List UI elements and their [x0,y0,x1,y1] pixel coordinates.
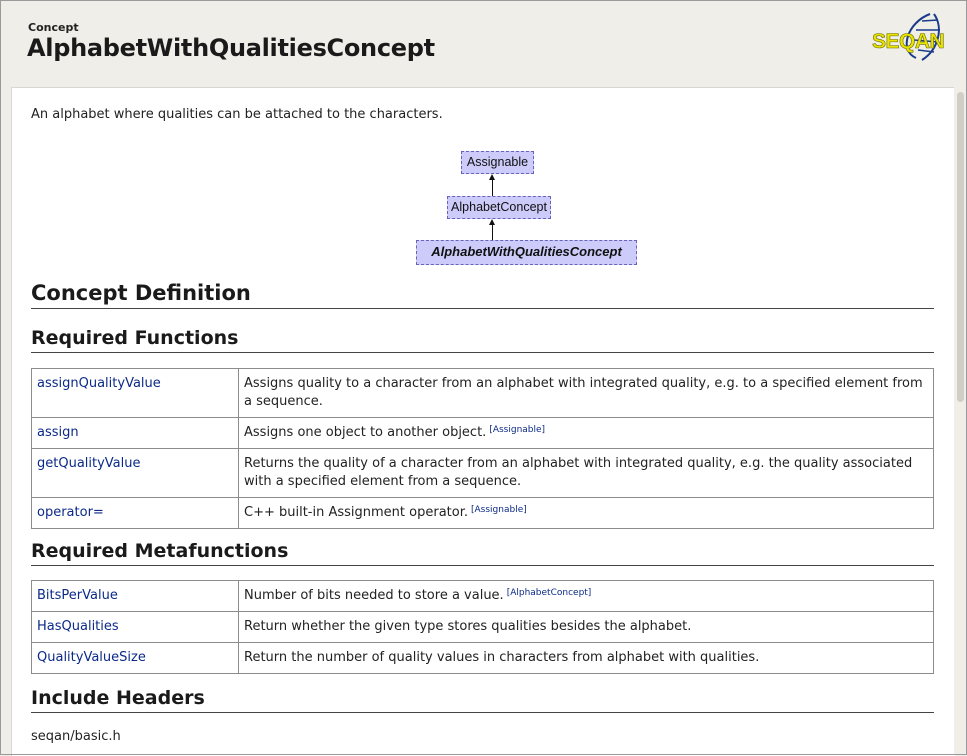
metafunction-desc-cell: Number of bits needed to store a value.[… [238,580,934,612]
diagram-edge [492,225,493,240]
table-row: assign Assigns one object to another obj… [31,417,934,449]
svg-text:SEQAN: SEQAN [872,30,944,53]
divider [31,352,934,353]
function-link[interactable]: assignQualityValue [37,376,161,391]
inheritance-diagram: Assignable AlphabetConcept AlphabetWithQ… [12,88,955,278]
divider [31,712,934,713]
page-title: AlphabetWithQualitiesConcept [27,34,435,62]
table-row: assignQualityValue Assigns quality to a … [31,368,934,418]
page-header: Concept AlphabetWithQualitiesConcept SEQ… [0,0,967,86]
seqan-logo[interactable]: SEQAN [868,10,952,62]
concept-description: An alphabet where qualities can be attac… [31,107,443,122]
section-concept-definition: Concept Definition [31,281,251,305]
seqan-logo-icon: SEQAN [872,13,945,61]
function-desc-cell: C++ built-in Assignment operator.[Assign… [238,497,934,529]
function-link[interactable]: operator= [37,505,104,520]
table-row: operator= C++ built-in Assignment operat… [31,497,934,529]
metafunction-desc-cell: Return whether the given type stores qua… [238,611,934,643]
source-concept-link[interactable]: [Assignable] [489,425,546,435]
metafunction-link[interactable]: HasQualities [37,619,119,634]
metafunction-link[interactable]: QualityValueSize [37,650,146,665]
table-row: BitsPerValue Number of bits needed to st… [31,580,934,612]
function-name-cell: assign [31,417,239,449]
arrow-up-icon [489,174,495,180]
source-concept-link[interactable]: [Assignable] [471,505,527,515]
include-header-path: seqan/basic.h [31,729,121,744]
function-description: Assigns quality to a character from an a… [244,376,923,409]
metafunction-description: Return the number of quality values in c… [244,650,760,665]
function-name-cell: operator= [31,497,239,529]
main-content: An alphabet where qualities can be attac… [11,87,955,756]
diagram-node-alphabetconcept[interactable]: AlphabetConcept [447,196,551,219]
metafunction-name-cell: BitsPerValue [31,580,239,612]
metafunction-name-cell: QualityValueSize [31,642,239,674]
diagram-node-assignable[interactable]: Assignable [461,151,534,174]
diagram-node-current: AlphabetWithQualitiesConcept [416,240,637,265]
section-required-metafunctions: Required Metafunctions [31,540,289,562]
function-description: C++ built-in Assignment operator. [244,505,469,520]
metafunction-description: Return whether the given type stores qua… [244,619,692,634]
metafunction-desc-cell: Return the number of quality values in c… [238,642,934,674]
table-row: getQualityValue Returns the quality of a… [31,448,934,498]
function-desc-cell: Assigns quality to a character from an a… [238,368,934,418]
function-desc-cell: Returns the quality of a character from … [238,448,934,498]
function-name-cell: assignQualityValue [31,368,239,418]
metafunction-description: Number of bits needed to store a value. [244,588,504,603]
table-row: QualityValueSize Return the number of qu… [31,642,934,674]
table-row: HasQualities Return whether the given ty… [31,611,934,643]
function-description: Assigns one object to another object. [244,425,487,440]
divider [31,308,934,309]
arrow-up-icon [489,219,495,225]
function-description: Returns the quality of a character from … [244,456,913,489]
function-name-cell: getQualityValue [31,448,239,498]
function-desc-cell: Assigns one object to another object.[As… [238,417,934,449]
entity-kind: Concept [28,21,79,34]
section-include-headers: Include Headers [31,687,205,709]
scrollbar-thumb[interactable] [957,92,964,402]
metafunctions-table: BitsPerValue Number of bits needed to st… [31,580,934,674]
function-link[interactable]: assign [37,425,79,440]
metafunction-name-cell: HasQualities [31,611,239,643]
function-link[interactable]: getQualityValue [37,456,141,471]
functions-table: assignQualityValue Assigns quality to a … [31,368,934,529]
divider [31,565,934,566]
diagram-edge [492,180,493,196]
metafunction-link[interactable]: BitsPerValue [37,588,118,603]
section-required-functions: Required Functions [31,327,239,349]
source-concept-link[interactable]: [AlphabetConcept] [506,588,592,598]
